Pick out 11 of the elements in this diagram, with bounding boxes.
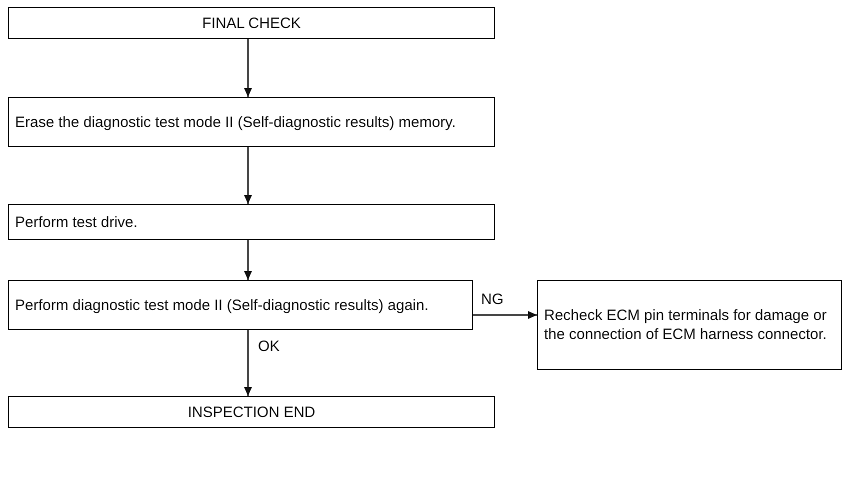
process-box: INSPECTION END — [8, 396, 495, 428]
process-box: FINAL CHECK — [8, 7, 495, 39]
arrow — [244, 330, 252, 396]
arrow — [244, 39, 252, 97]
arrow — [244, 147, 252, 204]
process-box: Erase the diagnostic test mode II (Self-diagnostic results) memory. — [8, 97, 495, 147]
process-box: Perform test drive. — [8, 204, 495, 240]
arrow — [473, 311, 537, 319]
arrow — [244, 240, 252, 280]
process-box: Perform diagnostic test mode II (Self-diagnostic results) again. — [8, 280, 473, 330]
process-box: Recheck ECM pin terminals for damage or the connection of ECM harness connector. — [537, 280, 842, 370]
